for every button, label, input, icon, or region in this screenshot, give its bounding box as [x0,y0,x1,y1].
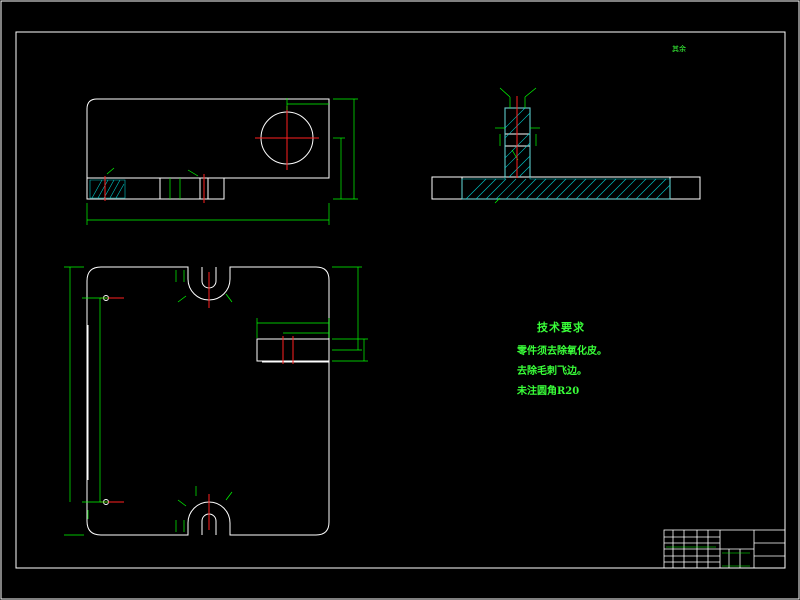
top-view-outline [86,98,330,200]
plan-view [86,266,330,536]
plan-view-centerlines [100,272,294,530]
plan-view-outline [86,266,330,536]
top-view [86,98,330,200]
top-view-hatch-section [89,179,126,199]
technical-requirement-1: 零件须去除氧化皮。 [517,346,607,357]
plan-view-dimensions [64,266,368,536]
section-view-dimensions [494,87,540,204]
section-view-hatch [461,107,671,200]
technical-requirement-2: 去除毛刺飞边。 [517,366,587,377]
sheet-inner-border [15,31,786,569]
technical-requirements-title: 技术要求 [537,321,585,334]
title-block-fill [666,546,750,567]
top-view-centerlines [104,106,319,203]
section-base-plate [431,176,701,200]
technical-requirement-3: 未注圆角R20 [517,386,580,397]
roughness-note: 其余 [672,45,686,53]
top-view-dimensions [86,98,358,225]
title-block [663,529,786,569]
